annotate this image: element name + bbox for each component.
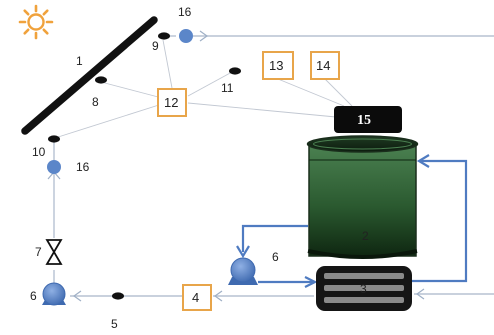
label-box-12: 12	[164, 95, 178, 110]
label-valve: 7	[35, 245, 42, 259]
arrow-top	[199, 30, 209, 42]
box-4	[182, 284, 212, 311]
pipe-exchanger-to-tank	[410, 159, 468, 283]
wire-12-15	[187, 102, 337, 118]
wire-12-8	[100, 81, 163, 99]
label-sensor-9: 9	[152, 39, 159, 53]
sensor-10	[48, 135, 60, 143]
arrow-bottom-right	[415, 288, 425, 300]
valve-icon	[45, 239, 63, 265]
label-collector: 1	[76, 54, 83, 68]
box-13	[262, 51, 294, 80]
pipe-tank-to-pump	[241, 224, 308, 252]
sensor-5	[112, 292, 124, 300]
pipes	[53, 35, 494, 297]
arrow-down-to-pump	[236, 245, 250, 259]
label-flow-top: 16	[178, 5, 192, 19]
sensor-8	[95, 76, 107, 84]
flow-meter-left-icon	[47, 160, 61, 174]
label-sensor-11: 11	[221, 81, 234, 95]
wire-13-15	[277, 78, 345, 107]
sensor-9	[158, 32, 170, 40]
flow-arrows	[47, 30, 425, 302]
wire-12-9	[162, 39, 173, 89]
solar-collector	[21, 16, 158, 135]
label-sensor-5: 5	[111, 317, 118, 331]
label-box-14: 14	[316, 58, 330, 73]
label-sensor-10: 10	[32, 145, 46, 159]
label-exchanger: 3	[360, 282, 367, 296]
arrow-into-exchanger	[304, 276, 318, 288]
arrow-bottom-left	[72, 290, 82, 302]
label-box-13: 13	[269, 58, 283, 73]
signal-wires	[54, 39, 353, 139]
label-sensor-8: 8	[92, 95, 99, 109]
arrow-into-tank	[416, 154, 430, 168]
wire-12-11	[187, 71, 233, 97]
pump-left-icon	[42, 282, 66, 306]
flow-meter-top-icon	[179, 29, 193, 43]
circulation-pipes	[236, 154, 468, 288]
wire-14-15	[324, 78, 353, 107]
box-14	[310, 51, 340, 80]
box-15	[334, 106, 402, 133]
box-12	[157, 88, 187, 117]
label-box-15: 15	[357, 113, 371, 128]
label-pump-left: 6	[30, 289, 37, 303]
heat-exchanger	[316, 266, 412, 311]
sun-icon	[18, 4, 54, 40]
label-flow-left: 16	[76, 160, 90, 174]
pump-mid-icon	[228, 257, 258, 285]
arrow-bottom-mid	[213, 290, 223, 302]
sensor-11	[229, 67, 241, 75]
wire-12-10	[54, 103, 163, 139]
label-tank: 2	[362, 229, 369, 243]
label-pump-mid: 6	[272, 250, 279, 264]
label-box-4: 4	[192, 290, 199, 305]
storage-tank	[306, 135, 419, 259]
